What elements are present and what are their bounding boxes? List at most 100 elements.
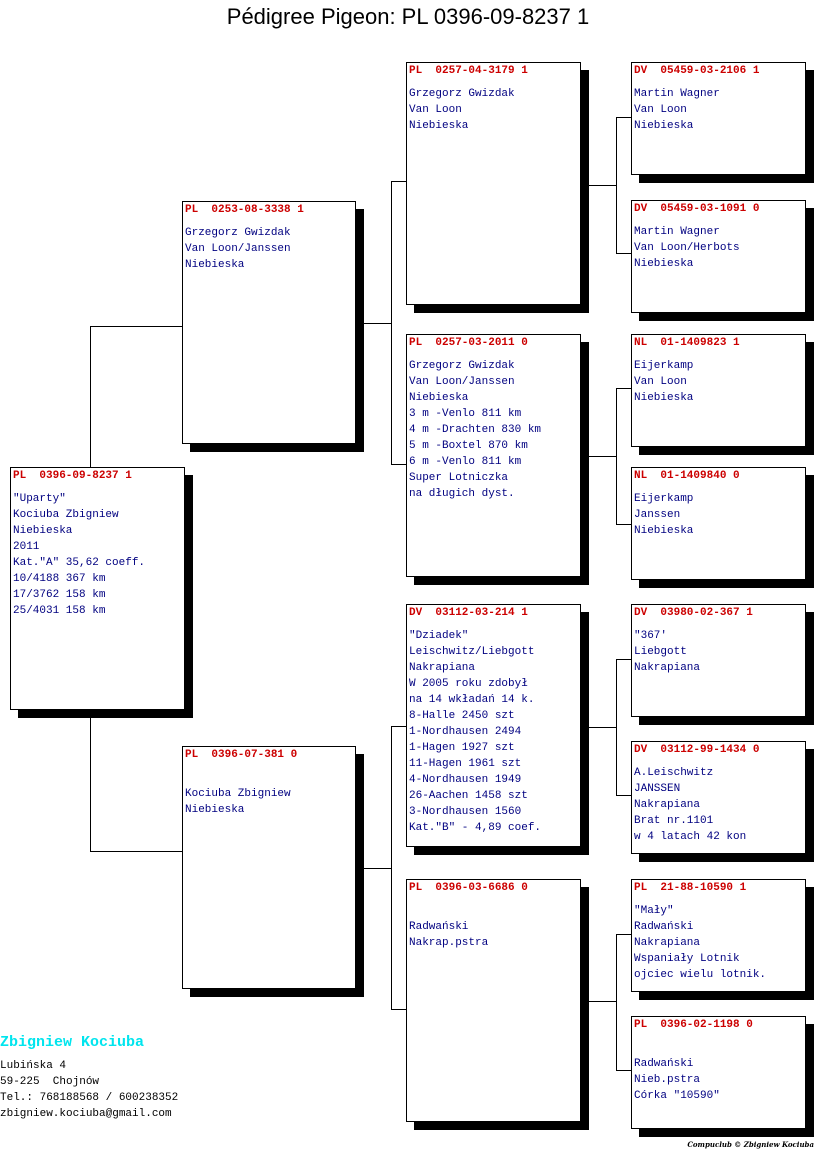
- pigeon-info-line: Nakrap.pstra: [409, 937, 489, 949]
- ring-number: PL 0396-02-1198 0: [634, 1019, 753, 1031]
- pigeon-info-line: [185, 770, 353, 786]
- connector-line: [616, 659, 617, 795]
- pigeon-info-line: Niebieska: [634, 525, 694, 537]
- ring-number: DV 05459-03-2106 1: [634, 65, 760, 77]
- ring-number: DV 03112-99-1434 0: [634, 744, 760, 756]
- pigeon-info-line: Kociuba Zbigniew: [185, 788, 291, 800]
- ring-number: NL 01-1409840 0: [634, 470, 740, 482]
- connector-line: [616, 253, 631, 254]
- pigeon-info-line: Janssen: [634, 509, 681, 521]
- connector-line: [363, 323, 391, 324]
- pigeon-info-line: w 4 latach 42 kon: [634, 831, 747, 843]
- ring-number: PL 0257-04-3179 1: [409, 65, 528, 77]
- pigeon-info-line: Van Loon/Janssen: [185, 243, 291, 255]
- connector-line: [616, 934, 631, 935]
- pigeon-info-line: Radwański: [634, 1058, 694, 1070]
- connector-line: [391, 726, 392, 1009]
- pigeon-card-subject: PL 0396-09-8237 1 "Uparty" Kociuba Zbignie…: [10, 467, 185, 710]
- pigeon-info-line: Kociuba Zbigniew: [13, 509, 119, 521]
- pigeon-info-line: na długich dyst.: [409, 488, 515, 500]
- connector-line: [391, 181, 407, 182]
- ring-number: PL 0396-07-381 0: [185, 749, 298, 761]
- pigeon-info-line: 17/3762 158 km: [13, 589, 106, 601]
- pigeon-info-line: A.Leischwitz: [634, 767, 714, 779]
- connector-line: [616, 524, 631, 525]
- pigeon-info-line: Grzegorz Gwizdak: [409, 360, 515, 372]
- pigeon-info-line: 3-Nordhausen 1560: [409, 806, 522, 818]
- pigeon-info-line: Super Lotniczka: [409, 472, 509, 484]
- ring-number: PL 21-88-10590 1: [634, 882, 747, 894]
- connector-line: [588, 727, 616, 728]
- pigeon-info-line: Leischwitz/Liebgott: [409, 646, 535, 658]
- pigeon-info-line: Nieb.pstra: [634, 1074, 701, 1086]
- ring-number: NL 01-1409823 1: [634, 337, 740, 349]
- pigeon-info-line: 3 m -Venlo 811 km: [409, 408, 522, 420]
- pigeon-info-line: Niebieska: [634, 120, 694, 132]
- connector-line: [616, 659, 631, 660]
- pigeon-info-line: Van Loon/Herbots: [634, 242, 740, 254]
- pigeon-info-line: Niebieska: [634, 392, 694, 404]
- pigeon-info-line: 8-Halle 2450 szt: [409, 710, 515, 722]
- pigeon-info-line: "Mały": [634, 905, 674, 917]
- pigeon-info-line: Eijerkamp: [634, 493, 694, 505]
- pigeon-info-line: Martin Wagner: [634, 226, 720, 238]
- pigeon-info-line: Grzegorz Gwizdak: [185, 227, 291, 239]
- ring-number: DV 05459-03-1091 0: [634, 203, 760, 215]
- connector-line: [391, 464, 407, 465]
- ring-number: PL 0396-09-8237 1: [13, 470, 132, 482]
- connector-line: [588, 1001, 616, 1002]
- pigeon-info-line: Niebieska: [185, 259, 245, 271]
- connector-line: [616, 1070, 631, 1071]
- pigeon-info-line: "Uparty": [13, 493, 66, 505]
- pigeon-info-line: 6 m -Venlo 811 km: [409, 456, 522, 468]
- ring-number: DV 03112-03-214 1: [409, 607, 528, 619]
- owner-address: Lubińska 4: [0, 1060, 67, 1072]
- pigeon-info-line: 2011: [13, 541, 40, 553]
- connector-line: [90, 851, 183, 852]
- ring-number: PL 0396-03-6686 0: [409, 882, 528, 894]
- pigeon-info-line: 4 m -Drachten 830 km: [409, 424, 542, 436]
- ring-number: PL 0253-08-3338 1: [185, 204, 304, 216]
- pigeon-info-line: Niebieska: [409, 392, 469, 404]
- pigeon-info-line: Niebieska: [13, 525, 73, 537]
- pigeon-info-line: 25/4031 158 km: [13, 605, 106, 617]
- pigeon-info-line: Kat."A" 35,62 coeff.: [13, 557, 146, 569]
- connector-line: [616, 388, 631, 389]
- owner-contact: Lubińska 4 59-225 Chojnów Tel.: 76818856…: [0, 1058, 178, 1122]
- pigeon-info-line: Van Loon: [409, 104, 462, 116]
- pigeon-info-line: 4-Nordhausen 1949: [409, 774, 522, 786]
- pigeon-info-line: Eijerkamp: [634, 360, 694, 372]
- pigeon-info-line: Van Loon/Janssen: [409, 376, 515, 388]
- pigeon-info-line: 26-Aachen 1458 szt: [409, 790, 528, 802]
- owner-city: 59-225 Chojnów: [0, 1076, 100, 1088]
- pigeon-info-line: Nakrapiana: [409, 662, 476, 674]
- pigeon-info-line: ojciec wielu lotnik.: [634, 969, 767, 981]
- pigeon-info-line: Niebieska: [409, 120, 469, 132]
- pigeon-info-line: 11-Hagen 1961 szt: [409, 758, 522, 770]
- connector-line: [616, 934, 617, 1070]
- pigeon-info-line: Martin Wagner: [634, 88, 720, 100]
- pigeon-info-line: na 14 wkładań 14 k.: [409, 694, 535, 706]
- pigeon-info-line: Niebieska: [634, 258, 694, 270]
- pigeon-info-line: Radwański: [634, 921, 694, 933]
- connector-line: [588, 456, 616, 457]
- connector-line: [616, 117, 631, 118]
- pigeon-info-line: [409, 903, 578, 919]
- pigeon-info-line: 5 m -Boxtel 870 km: [409, 440, 528, 452]
- pigeon-card-mother-sire: DV 03112-03-214 1"Dziadek"Leischwitz/Lie…: [406, 604, 581, 847]
- page-title: Pédigree Pigeon: PL 0396-09-8237 1: [226, 4, 590, 29]
- pigeon-info-line: 1-Nordhausen 2494: [409, 726, 522, 738]
- pigeon-info-line: [634, 1040, 803, 1056]
- connector-line: [616, 388, 617, 524]
- pigeon-info-line: Niebieska: [185, 804, 245, 816]
- pigeon-info-line: Wspaniały Lotnik: [634, 953, 740, 965]
